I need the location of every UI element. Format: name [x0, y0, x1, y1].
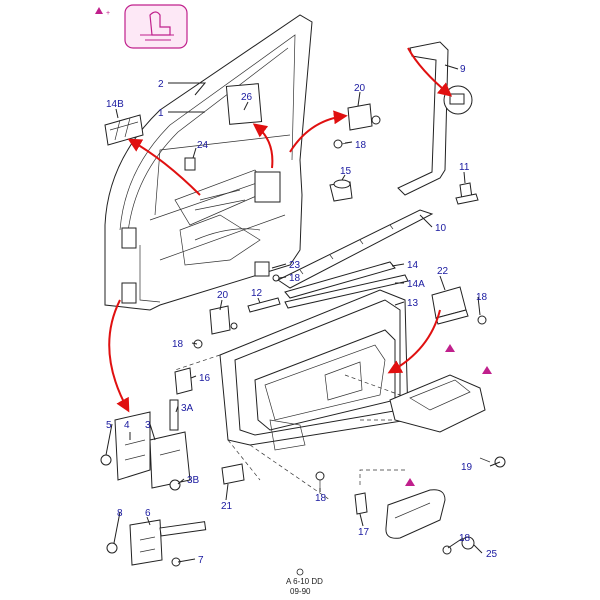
part-12-strip: [247, 297, 281, 313]
seat-position-badge: +: [95, 4, 188, 49]
part-10-moulding: [277, 209, 434, 289]
label-16: 16: [199, 373, 211, 384]
part-18-screw: [315, 471, 325, 488]
part-21-clip: [221, 463, 245, 485]
label-10: 10: [435, 223, 447, 234]
label-19: 19: [461, 462, 473, 473]
part-17-pull-cup: [354, 469, 475, 555]
label-20-lower: 20: [217, 290, 229, 301]
label-18-mid: 18: [289, 273, 301, 284]
part-15-bumper: [329, 179, 353, 202]
svg-text:+: +: [106, 10, 110, 17]
label-23: 23: [289, 260, 301, 271]
part-20-bracket-lower: [193, 305, 238, 349]
label-5: 5: [106, 420, 112, 431]
label-21: 21: [221, 501, 233, 512]
label-14b: 14B: [106, 99, 124, 110]
diagram-footer: A 6-10 DD 09-90: [286, 568, 323, 596]
label-13: 13: [407, 298, 419, 309]
door-shell: [104, 14, 313, 311]
triangle-marker-icon: [482, 366, 492, 374]
label-12: 12: [251, 288, 263, 299]
label-17: 17: [358, 527, 370, 538]
label-3: 3: [145, 420, 151, 431]
label-18-center: 18: [315, 493, 327, 504]
label-9: 9: [460, 64, 466, 75]
label-8: 8: [117, 508, 123, 519]
label-2: 2: [158, 79, 164, 90]
triangle-marker-icon: [445, 344, 455, 352]
part-20-bracket-upper: [333, 103, 381, 149]
label-20-upper: 20: [354, 83, 366, 94]
part-23-clip: [254, 261, 280, 282]
seat-icon: [124, 4, 188, 49]
red-indicator-arrows: [108, 47, 453, 413]
label-6: 6: [145, 508, 151, 519]
label-22: 22: [437, 266, 449, 277]
part-13-trim-panel: [174, 289, 409, 501]
label-15: 15: [340, 166, 352, 177]
label-3b: 3B: [187, 475, 200, 486]
part-14b-clip: [104, 114, 144, 146]
label-18-left: 18: [172, 339, 184, 350]
part-22-handle-bracket: [431, 286, 487, 325]
triangle-marker-icon: [405, 478, 415, 486]
label-14a: 14A: [407, 279, 425, 290]
part-16-clip: [174, 367, 193, 395]
part-11-clip: [455, 182, 479, 205]
part-3-hinge: [100, 399, 191, 491]
footer-date: 09-90: [290, 587, 311, 596]
label-3a: 3A: [181, 403, 194, 414]
part-9-weatherstrip: [397, 41, 473, 196]
triangle-marker-icon: [95, 7, 103, 14]
part-number-labels: 2 1 26 14B 24 20 18 15 9 11 10 23 18 14 …: [106, 64, 498, 566]
label-24: 24: [197, 140, 209, 151]
label-26: 26: [241, 92, 253, 103]
part-6-check-strap: [106, 519, 207, 567]
part-14-seal: [284, 261, 409, 309]
label-4: 4: [124, 420, 130, 431]
label-18-bottom: 18: [459, 533, 471, 544]
part-handle-escutcheon: [344, 344, 492, 433]
footer-code: A 6-10 DD: [286, 577, 323, 586]
label-11: 11: [459, 162, 470, 173]
label-18-right: 18: [476, 292, 488, 303]
label-18-upper: 18: [355, 140, 367, 151]
label-1: 1: [158, 108, 164, 119]
label-25: 25: [486, 549, 498, 560]
label-14: 14: [407, 260, 419, 271]
leader-lines: [105, 64, 501, 563]
label-7: 7: [198, 555, 204, 566]
